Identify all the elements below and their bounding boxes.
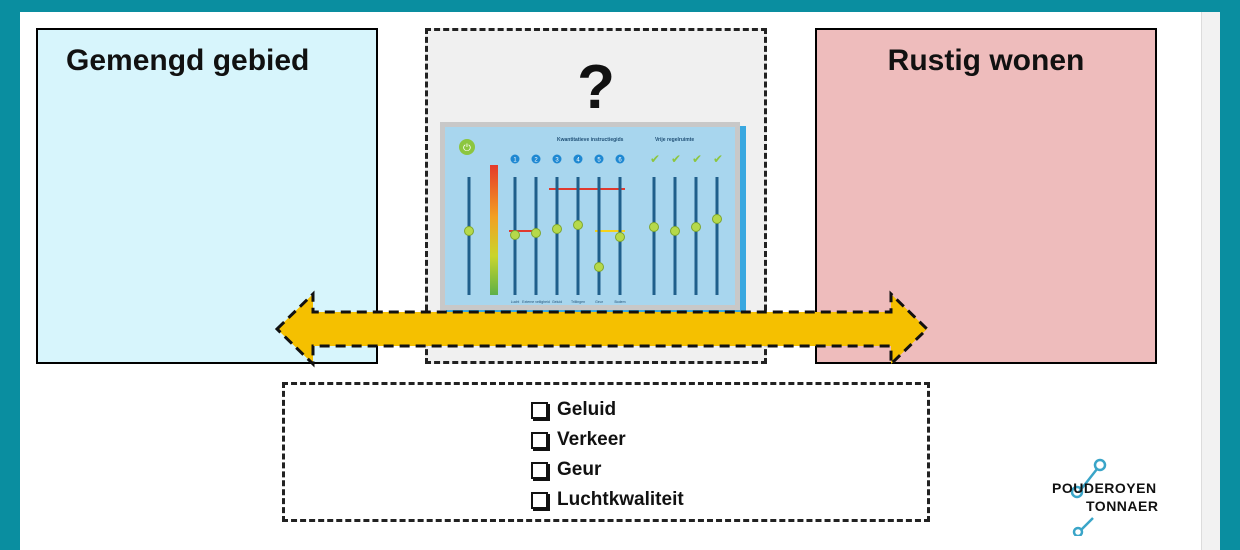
slider-knob	[552, 224, 562, 234]
slider-knob	[649, 222, 659, 232]
number-badge	[573, 154, 583, 164]
check-icon: ✔	[713, 152, 723, 166]
mixed-area-title: Gemengd gebied	[66, 44, 310, 77]
number-badge	[594, 154, 604, 164]
criteria-item-traffic[interactable]: Verkeer	[531, 425, 684, 455]
number-badge-label: 6	[618, 158, 622, 164]
slider-label: Bodem	[614, 300, 625, 304]
mixing-panel-graphic: ⏻ Kwantitatieve instructiegids Vrije reg…	[445, 127, 735, 305]
number-badge-label: 1	[513, 158, 517, 164]
checkbox-icon[interactable]	[531, 461, 548, 479]
slider-knob	[464, 226, 474, 236]
question-mark: ?	[577, 53, 615, 122]
number-badge	[531, 154, 541, 164]
checkbox-icon[interactable]	[531, 401, 548, 419]
check-icon: ✔	[650, 152, 660, 166]
checkbox-icon[interactable]	[531, 431, 548, 449]
slider-knob	[594, 262, 604, 272]
slider-knob	[691, 222, 701, 232]
mixed-area-box: Gemengd gebied	[36, 28, 378, 364]
slider-knob	[712, 214, 722, 224]
number-badge	[615, 154, 625, 164]
panel-checkmarks: ✔ ✔ ✔ ✔	[650, 152, 723, 166]
criteria-item-noise[interactable]: Geluid	[531, 395, 684, 425]
scrollbar[interactable]	[1201, 12, 1220, 550]
panel-heading-right: Vrije regelruimte	[655, 137, 694, 143]
criteria-checklist: Geluid Verkeer Geur Luchtkwaliteit	[531, 395, 684, 515]
slider-knob	[531, 228, 541, 238]
panel-number-badges: 1 2 3 4 5 6	[510, 154, 625, 164]
slider-label: Trillingen	[571, 300, 585, 304]
number-badge-label: 5	[597, 158, 601, 164]
number-badge	[552, 154, 562, 164]
criteria-item-odour[interactable]: Geur	[531, 455, 684, 485]
slider-label: Lucht	[511, 300, 520, 304]
number-badge-label: 4	[576, 158, 580, 164]
number-badge-label: 2	[534, 158, 538, 164]
slider-knob	[573, 220, 583, 230]
criteria-box: Geluid Verkeer Geur Luchtkwaliteit	[282, 382, 930, 522]
slider-knob	[510, 230, 520, 240]
logo-node-icon	[1070, 458, 1107, 536]
double-arrow	[275, 290, 930, 368]
company-logo: POUDEROYEN TONNAER	[1035, 456, 1195, 536]
panel-heading-left: Kwantitatieve instructiegids	[557, 137, 624, 143]
slider-label: Geluid	[552, 300, 562, 304]
slider-label: Geur	[595, 300, 604, 304]
slider-knob	[615, 232, 625, 242]
check-icon: ✔	[692, 152, 702, 166]
logo-line-2: TONNAER	[1086, 498, 1159, 514]
level-meter	[490, 165, 498, 295]
slider-knob	[670, 226, 680, 236]
number-badge	[510, 154, 520, 164]
checkbox-icon[interactable]	[531, 491, 548, 509]
logo-line-1: POUDEROYEN	[1052, 480, 1157, 496]
quiet-living-box: Rustig wonen	[815, 28, 1157, 364]
slider-label: Externe veiligheid	[522, 300, 550, 304]
panel-sliders	[464, 177, 722, 295]
power-icon	[459, 139, 475, 155]
slide: Gemengd gebied Rustig wonen ? ⏻ Kwantita…	[20, 12, 1220, 550]
criteria-item-air-quality[interactable]: Luchtkwaliteit	[531, 485, 684, 515]
svg-text:⏻: ⏻	[463, 143, 471, 154]
number-badge-label: 3	[555, 158, 559, 164]
quiet-living-title: Rustig wonen	[887, 44, 1085, 77]
check-icon: ✔	[671, 152, 681, 166]
mixing-panel-image: ⏻ Kwantitatieve instructiegids Vrije reg…	[440, 122, 740, 310]
